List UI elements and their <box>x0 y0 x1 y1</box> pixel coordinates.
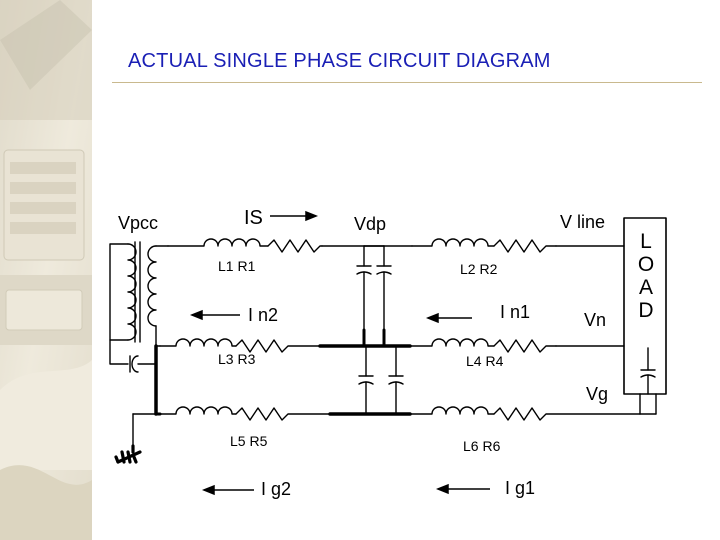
label-l6r6: L6 R6 <box>463 438 501 454</box>
inductor-l4 <box>409 338 495 347</box>
inductor-l2 <box>411 238 495 247</box>
resistor-r2 <box>493 239 557 253</box>
load-box <box>623 217 667 395</box>
arrow-ig1-icon <box>435 483 490 495</box>
load-letter: L <box>640 230 652 253</box>
inductor-l3 <box>159 338 237 347</box>
ground-icon <box>114 444 142 464</box>
title-divider <box>112 82 702 83</box>
shunt-capacitor-top-right <box>376 245 392 331</box>
label-vline: V line <box>560 212 606 232</box>
load-letter: O <box>637 253 655 276</box>
shunt-capacitor-bottom-left <box>358 345 374 415</box>
label-l2r2: L2 R2 <box>460 261 498 277</box>
inductor-l1 <box>167 238 269 247</box>
transformer <box>109 241 169 347</box>
label-l3r3: L3 R3 <box>218 351 256 367</box>
resistor-r6 <box>493 407 641 421</box>
resistor-r3 <box>235 339 321 353</box>
resistor-r4 <box>493 339 557 353</box>
background-photo-strip <box>0 0 92 540</box>
arrow-ig2-icon <box>201 484 254 496</box>
inductor-l5 <box>159 406 237 415</box>
page-title: ACTUAL SINGLE PHASE CIRCUIT DIAGRAM <box>128 50 551 72</box>
arrow-is-icon <box>270 210 319 222</box>
arrow-in1-icon <box>425 312 472 324</box>
label-l5r5: L5 R5 <box>230 433 268 449</box>
resistor-r1 <box>267 239 323 253</box>
inductor-l6 <box>409 406 495 415</box>
load-letter: D <box>638 299 654 322</box>
transformer-ground-capacitor <box>109 339 157 373</box>
resistor-r5 <box>235 407 331 421</box>
label-in2: I n2 <box>248 305 279 325</box>
label-l4r4: L4 R4 <box>466 353 504 369</box>
label-vdp: Vdp <box>354 214 387 234</box>
label-ig2: I g2 <box>261 479 292 499</box>
label-is: IS <box>244 207 263 229</box>
load-label: L O A D <box>636 230 656 322</box>
label-in1: I n1 <box>500 302 531 322</box>
arrow-in2-icon <box>189 309 240 321</box>
label-vg: Vg <box>586 384 609 404</box>
shunt-capacitor-top-left <box>356 245 372 331</box>
load-letter: A <box>638 276 653 299</box>
label-vpcc: Vpcc <box>118 213 159 233</box>
label-l1r1: L1 R1 <box>218 258 256 274</box>
label-vn: Vn <box>584 310 607 330</box>
load-capacitor <box>640 347 656 395</box>
label-ig1: I g1 <box>505 478 536 498</box>
shunt-capacitor-bottom-right <box>388 345 404 415</box>
